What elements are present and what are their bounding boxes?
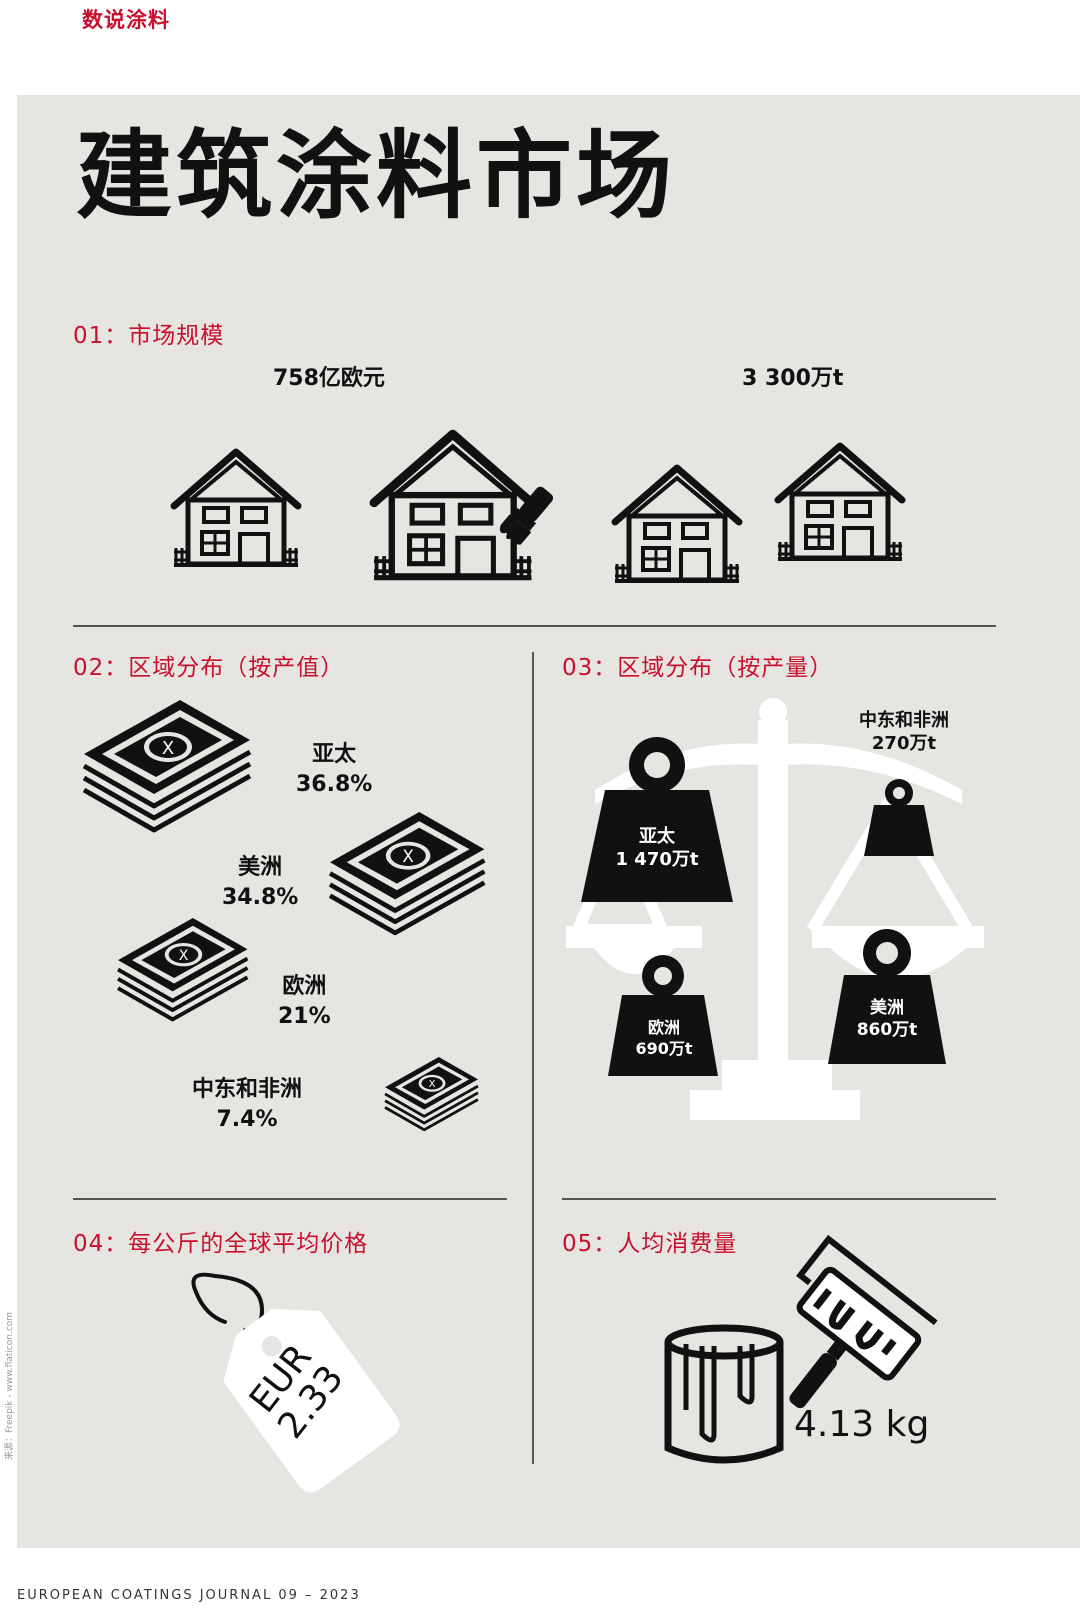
weight-label-europe: 欧洲 690万t: [619, 1018, 709, 1060]
region-name: 美洲: [238, 855, 283, 880]
market-value-eur: 758亿欧元: [273, 366, 385, 391]
paintbrush-icon: [499, 486, 554, 545]
region-volume: 860万t: [856, 1020, 918, 1041]
weight-icon: [864, 779, 934, 856]
section-04-heading: 04：每公斤的全球平均价格: [73, 1231, 369, 1257]
paint-illustration: [664, 1234, 938, 1464]
region-name: 中东和非洲: [192, 1077, 303, 1102]
region-share: 7.4%: [216, 1106, 278, 1132]
divider: [73, 625, 996, 627]
section-02-heading: 02：区域分布（按产值）: [73, 655, 345, 681]
region-name: 中东和非洲: [859, 710, 949, 731]
weight-label-mea: 中东和非洲 270万t: [850, 710, 958, 755]
divider: [562, 1198, 996, 1200]
price-tag-icon: [223, 1308, 400, 1493]
weight-icon: [828, 929, 946, 1064]
consumption-value: 4.13 kg: [794, 1404, 930, 1445]
balance-scale-illustration: [566, 698, 984, 1120]
section-tag: 数说涂料: [82, 8, 170, 32]
region-label-americas: 美洲 34.8%: [222, 853, 298, 912]
weight-icon: [608, 955, 718, 1076]
region-name: 美洲: [870, 998, 904, 1018]
region-name: 欧洲: [282, 974, 327, 999]
region-share: 34.8%: [222, 884, 299, 910]
section-05-heading: 05：人均消费量: [562, 1231, 738, 1257]
price-tag-illustration: [191, 1272, 400, 1493]
region-name: 亚太: [639, 826, 675, 847]
weight-icon: [581, 737, 733, 902]
footer-journal: EUROPEAN COATINGS JOURNAL 09 – 2023: [17, 1588, 361, 1603]
region-share: 21%: [278, 1003, 331, 1029]
region-volume: 1 470万t: [615, 849, 699, 871]
divider: [73, 1198, 507, 1200]
region-name: 亚太: [312, 742, 357, 767]
page-title: 建筑涂料市场: [76, 120, 676, 232]
weight-label-americas: 美洲 860万t: [842, 997, 932, 1041]
column-divider: [532, 652, 534, 1464]
region-label-europe: 欧洲 21%: [278, 972, 331, 1031]
section-03-heading: 03：区域分布（按产量）: [562, 655, 834, 681]
paint-bucket-icon: [664, 1324, 784, 1464]
region-label-apac: 亚太 36.8%: [296, 740, 372, 799]
paint-roller-icon: [789, 1234, 938, 1409]
region-label-mea: 中东和非洲 7.4%: [192, 1075, 302, 1134]
weight-label-apac: 亚太 1 470万t: [607, 825, 707, 872]
region-volume: 690万t: [635, 1038, 693, 1058]
image-credit: 来源：Freepik - www.flaticon.com: [5, 1311, 15, 1460]
section-01-heading: 01：市场规模: [73, 323, 225, 349]
market-volume-tonnes: 3 300万t: [742, 366, 844, 391]
houses-illustration: [0, 0, 1080, 640]
region-share: 36.8%: [296, 771, 373, 797]
region-name: 欧洲: [647, 1018, 680, 1037]
region-volume: 270万t: [871, 732, 937, 754]
